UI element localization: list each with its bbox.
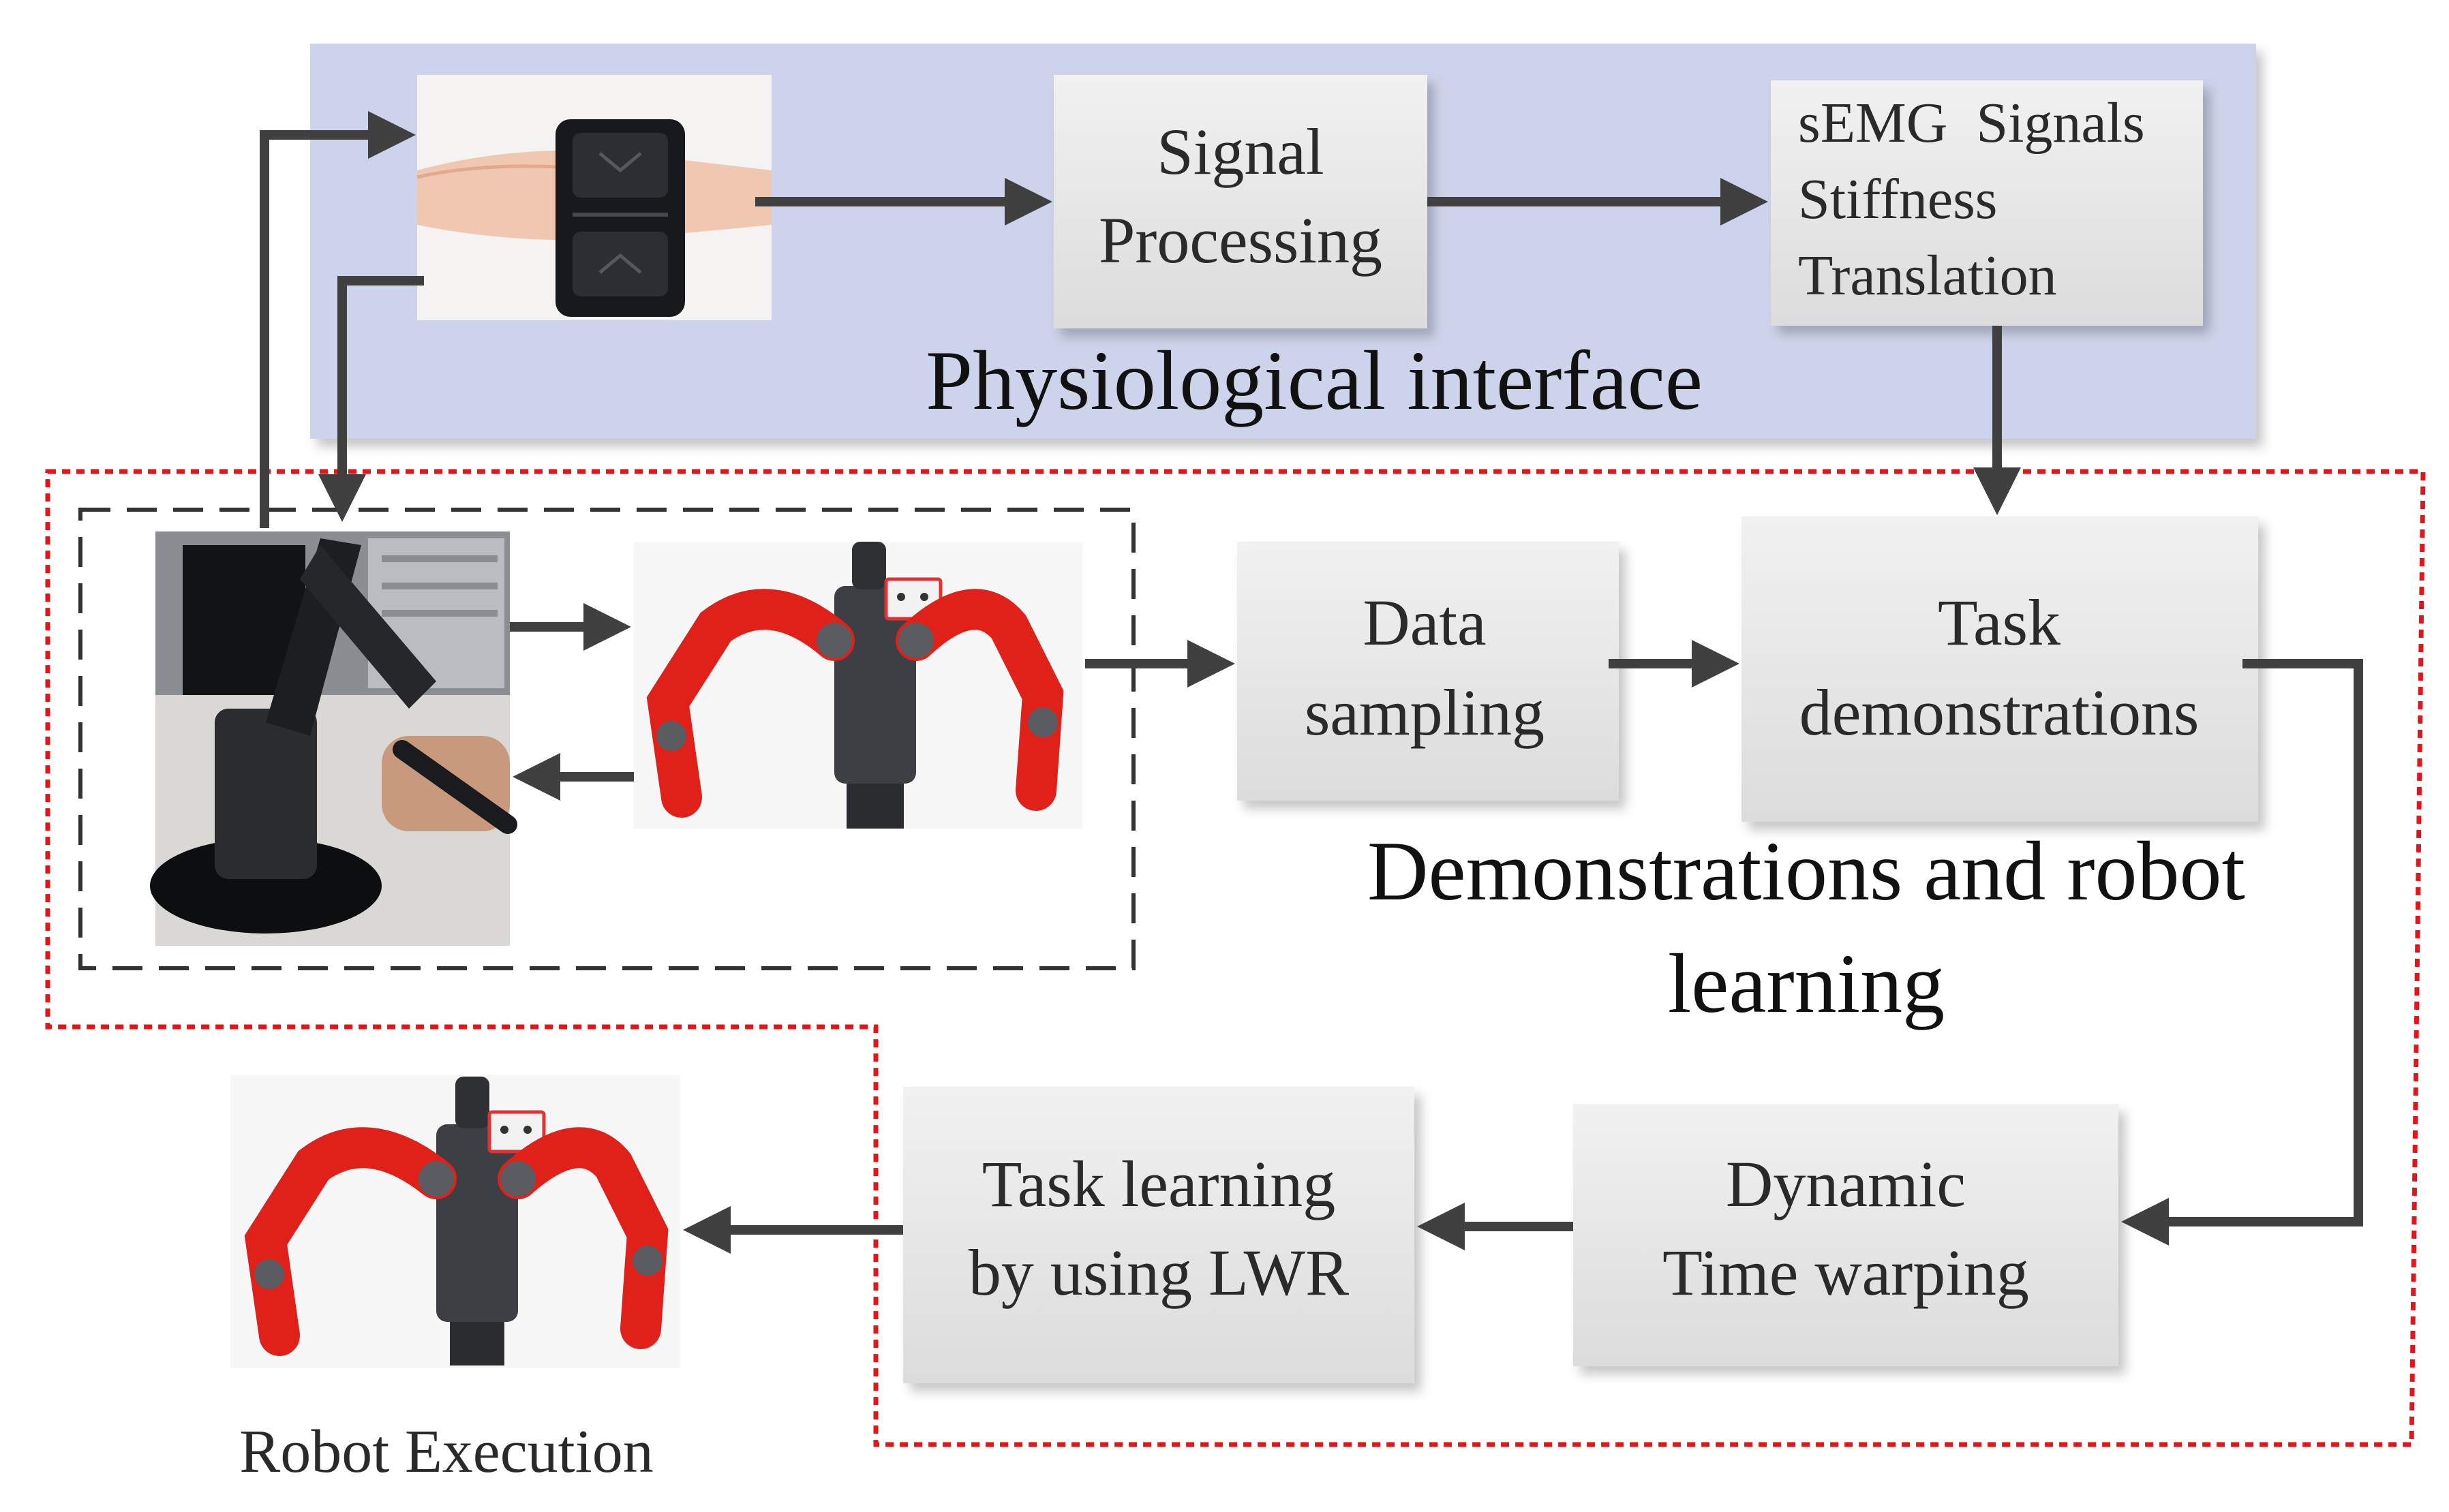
task-demonstrations-box: Task demonstrations [1741, 516, 2258, 822]
stiffness-label: Stiffness [1798, 168, 1997, 231]
signal-processing-line2: Processing [1099, 204, 1382, 277]
arrow-task-demonstrations-to-dtw [2121, 659, 2363, 1246]
data-sampling-line1: Data [1363, 586, 1486, 659]
task-demonstrations-line1: Task [1938, 586, 2060, 659]
translation-label: Translation [1798, 244, 2057, 307]
teleoperation-group-border [78, 508, 1136, 970]
task-learning-line1: Task learning [982, 1147, 1335, 1220]
baxter-robot-execution-photo [230, 1075, 680, 1368]
armband-photo [416, 75, 772, 320]
robot-execution-caption: Robot Execution [239, 1418, 653, 1485]
task-learning-box: Task learning by using LWR [903, 1087, 1414, 1383]
signal-processing-box: Signal Processing [1054, 75, 1427, 328]
haptic-device-photo [150, 531, 517, 946]
learning-region-border [45, 469, 2426, 1447]
physiological-interface-title: Physiological interface [926, 334, 1703, 427]
learning-title-line2: learning [1668, 937, 1945, 1030]
semg-outputs-box: sEMG Signals Stiffness Translation [1771, 80, 2203, 326]
signal-processing-line1: Signal [1157, 115, 1324, 188]
arrow-haptic-to-armband [260, 111, 416, 528]
dtw-line1: Dynamic [1726, 1147, 1966, 1220]
baxter-robot-teleop-photo [634, 542, 1082, 829]
learning-title-line1: Demonstrations and robot [1367, 824, 2245, 918]
data-sampling-line2: sampling [1305, 676, 1545, 749]
task-demonstrations-line2: demonstrations [1799, 676, 2200, 749]
data-sampling-box: Data sampling [1237, 542, 1619, 801]
task-learning-line2: by using LWR [969, 1236, 1349, 1309]
dtw-line2: Time warping [1662, 1236, 2029, 1309]
arrow-armband-to-haptic [318, 276, 424, 522]
semg-signals-label: sEMG Signals [1798, 91, 2145, 155]
dtw-box: Dynamic Time warping [1573, 1104, 2118, 1366]
